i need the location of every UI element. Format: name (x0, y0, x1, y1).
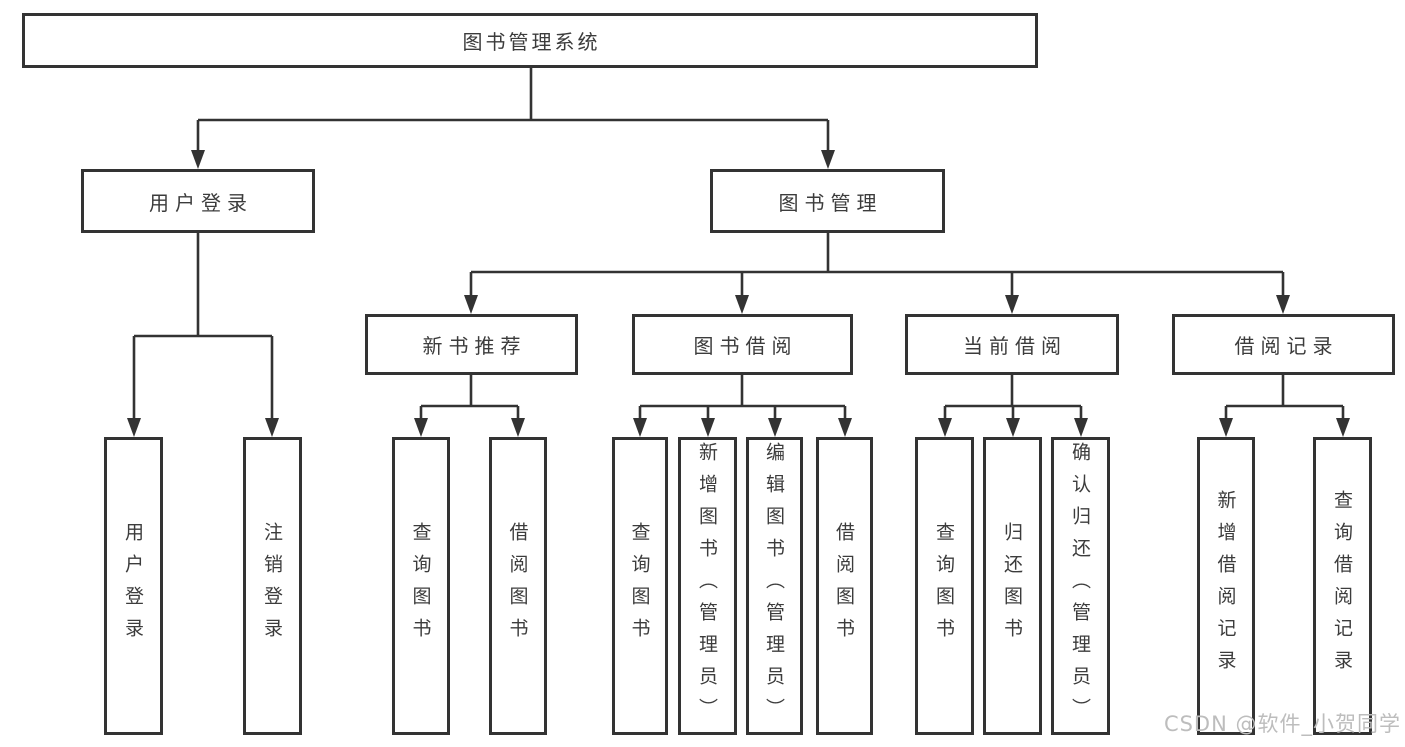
node-label: 新增借阅记录 (1214, 490, 1237, 682)
node-label: 用户登录 (122, 522, 144, 650)
node-label: 注销登录 (261, 522, 283, 650)
node-label: 用户登录 (149, 190, 253, 215)
node-label: 图书借阅 (693, 334, 798, 358)
watermark-text: CSDN @软件_小贺同学 (1163, 712, 1401, 736)
node-current-borrow: 当前借阅 (905, 314, 1119, 375)
node-label: 查询借阅记录 (1331, 490, 1353, 682)
node-label: 归还图书 (1001, 522, 1023, 650)
node-label: 确认归还（管理员） (1069, 442, 1091, 730)
leaf-borrow-book: 借阅图书 (816, 437, 873, 735)
leaf-edit-book-admin: 编辑图书（管理员） (746, 437, 803, 735)
leaf-confirm-return-admin: 确认归还（管理员） (1051, 437, 1110, 735)
leaf-query-book-current: 查询图书 (915, 437, 974, 735)
node-user-login-group: 用户登录 (81, 169, 315, 233)
leaf-user-login: 用户登录 (104, 437, 163, 735)
node-label: 借阅记录 (1234, 334, 1339, 358)
leaf-borrow-book-newrec: 借阅图书 (489, 437, 547, 735)
node-label: 借阅图书 (833, 522, 855, 650)
node-label: 图书管理系统 (462, 30, 601, 54)
node-label: 新增图书（管理员） (696, 442, 718, 730)
node-label: 编辑图书（管理员） (763, 442, 785, 730)
node-borrow-records: 借阅记录 (1172, 314, 1395, 375)
node-label: 查询图书 (933, 522, 955, 650)
leaf-query-book-newrec: 查询图书 (392, 437, 450, 735)
leaf-add-borrow-record: 新增借阅记录 (1197, 437, 1255, 735)
node-book-borrow: 图书借阅 (632, 314, 853, 375)
node-book-management: 图书管理 (710, 169, 945, 233)
node-new-book-recommend: 新书推荐 (365, 314, 578, 375)
node-label: 当前借阅 (963, 334, 1067, 358)
leaf-query-borrow-record: 查询借阅记录 (1313, 437, 1372, 735)
node-label: 借阅图书 (506, 522, 529, 650)
leaf-add-book-admin: 新增图书（管理员） (678, 437, 737, 735)
node-label: 新书推荐 (422, 334, 527, 358)
leaf-query-book-borrow: 查询图书 (612, 437, 668, 735)
leaf-logout-login: 注销登录 (243, 437, 302, 735)
node-label: 图书管理 (778, 190, 883, 215)
node-label: 查询图书 (409, 522, 432, 650)
node-library-system: 图书管理系统 (22, 13, 1038, 68)
node-label: 查询图书 (628, 522, 651, 650)
leaf-return-book: 归还图书 (983, 437, 1042, 735)
